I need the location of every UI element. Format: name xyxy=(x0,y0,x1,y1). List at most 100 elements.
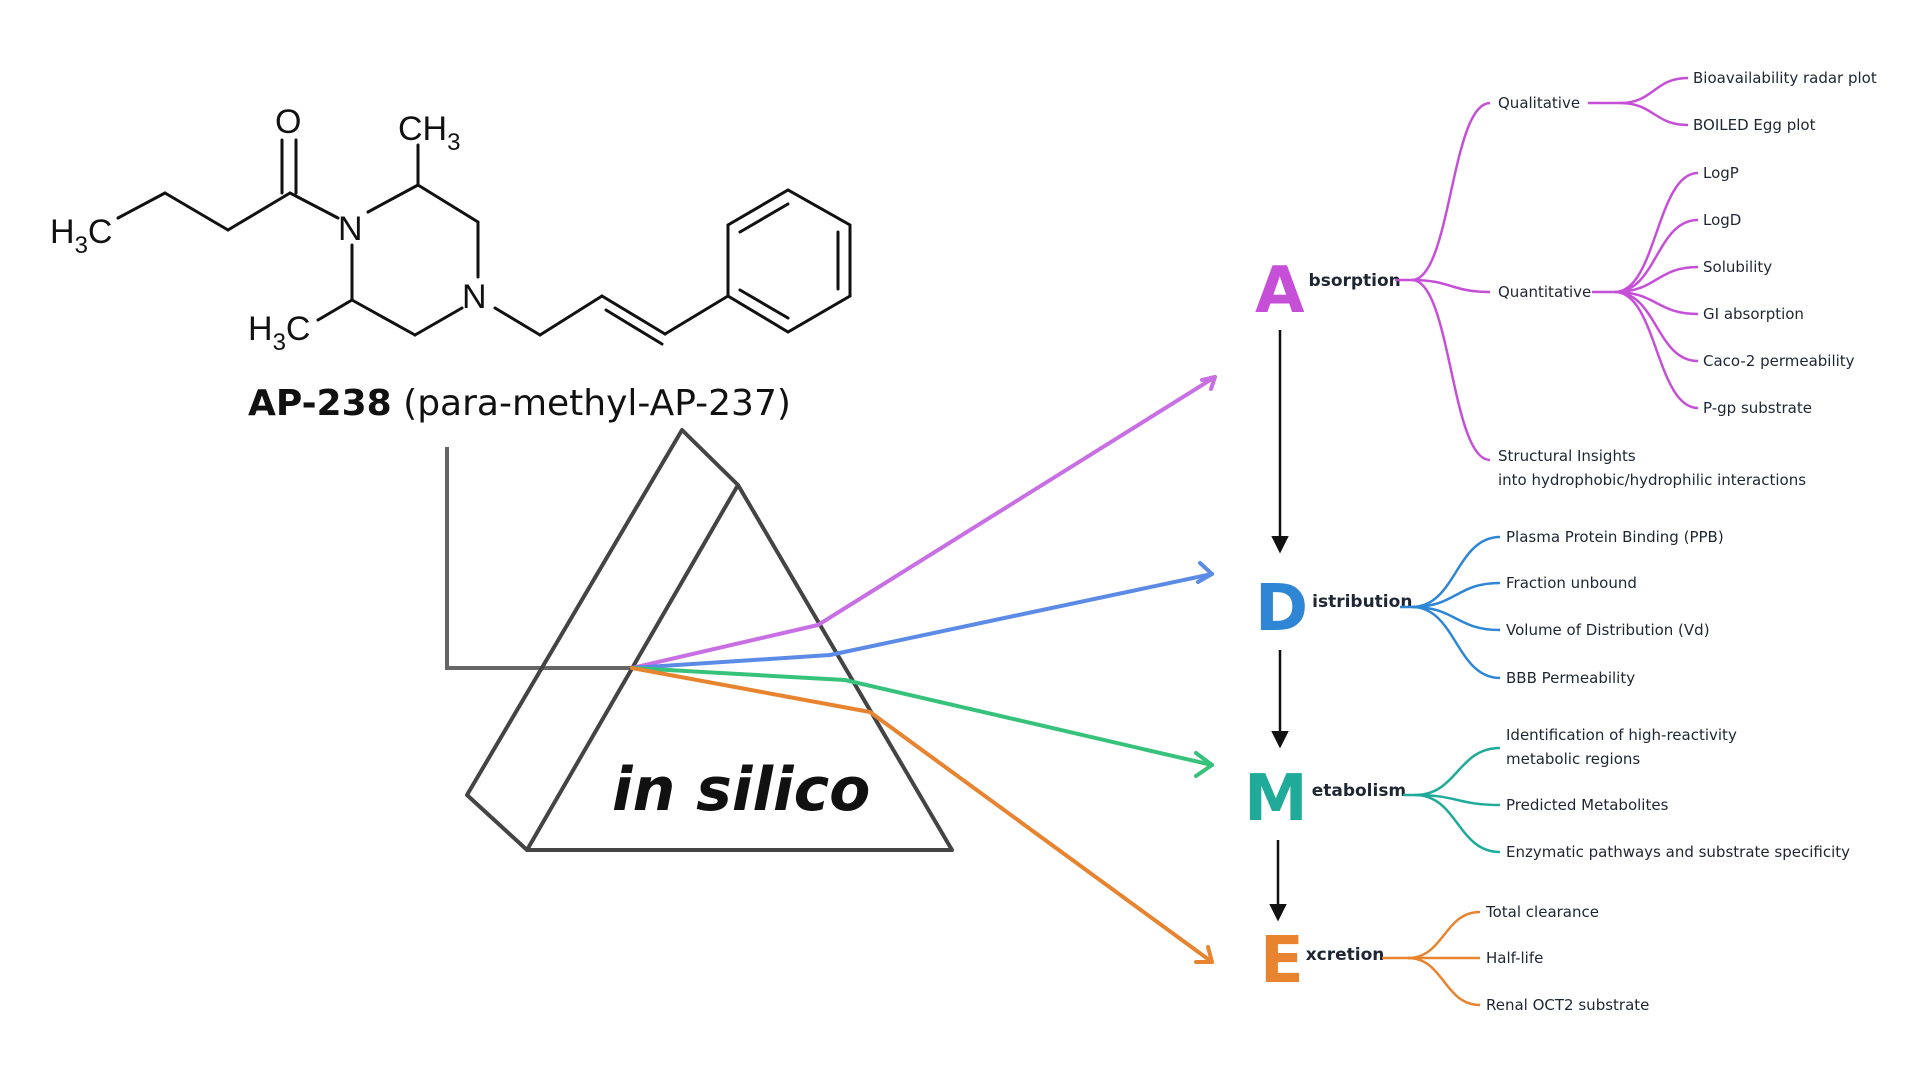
atom-ethyl-subscript: 3 xyxy=(75,232,88,259)
atom-nitrogen-1: N xyxy=(338,210,363,248)
excretion-item-line: Renal OCT2 substrate xyxy=(1486,996,1649,1014)
atom-ethyl-c: C xyxy=(88,213,113,251)
quantitative-item: GI absorption xyxy=(1703,305,1804,323)
distribution-branch xyxy=(1411,581,1501,609)
metabolism-item-line: Enzymatic pathways and substrate specifi… xyxy=(1506,843,1850,861)
excretion-item-line: Half-life xyxy=(1486,949,1543,967)
qualitative-branch xyxy=(1619,101,1689,127)
bond xyxy=(493,306,542,337)
metabolism-branch xyxy=(1414,793,1501,807)
molecule-title: AP-238 (para-methyl-AP-237) xyxy=(248,383,791,424)
bond xyxy=(163,191,230,232)
bond xyxy=(738,288,790,320)
distribution-item: BBB Permeability xyxy=(1506,669,1635,687)
absorption-group-structural-line: into hydrophobic/hydrophilic interaction… xyxy=(1498,471,1806,489)
qualitative-branch xyxy=(1619,76,1689,105)
quantitative-item-line: LogP xyxy=(1703,164,1739,182)
atom-methyl-bottom-c: C xyxy=(286,310,311,348)
qualitative-item: Bioavailability radar plot xyxy=(1693,69,1877,87)
distribution-item: Plasma Protein Binding (PPB) xyxy=(1506,528,1724,546)
ray-distribution-arrowhead xyxy=(1196,561,1214,584)
distribution-item-line: Volume of Distribution (Vd) xyxy=(1506,621,1710,639)
ray-metabolism xyxy=(630,666,1214,767)
molecule-atom-labels: O CH3 H3C N N H3C xyxy=(50,103,487,356)
quantitative-item: LogP xyxy=(1703,164,1739,182)
qualitative-item-line: Bioavailability radar plot xyxy=(1693,69,1877,87)
ray-absorption xyxy=(630,375,1217,670)
bond xyxy=(604,308,664,346)
adme-flow-arrows xyxy=(1269,330,1289,922)
bond xyxy=(288,191,340,220)
quantitative-item: Caco-2 permeability xyxy=(1703,352,1855,370)
ray-absorption-arrowhead xyxy=(1200,375,1217,391)
quantitative-branch xyxy=(1614,290,1699,316)
benzene-ring xyxy=(726,188,852,334)
molecule-title-bold: AP-238 xyxy=(248,383,392,424)
atom-ethyl-h: H xyxy=(50,213,75,251)
quantitative-item-line: Caco-2 permeability xyxy=(1703,352,1855,370)
atom-methyl-top: CH3 xyxy=(398,110,460,156)
quantitative-branch xyxy=(1614,171,1699,294)
atom-oxygen: O xyxy=(275,103,301,141)
bond xyxy=(738,202,790,234)
molecule-title-rest: (para-methyl-AP-237) xyxy=(392,383,791,424)
prism-side-face xyxy=(465,428,740,852)
distribution-item-line: Fraction unbound xyxy=(1506,574,1637,592)
bond xyxy=(226,191,292,232)
bond xyxy=(600,294,667,336)
bond xyxy=(350,298,417,337)
quantitative-item-line: LogD xyxy=(1703,211,1741,229)
bond xyxy=(366,183,420,214)
label-absorption: bsorption xyxy=(1309,271,1401,291)
label-distribution: istribution xyxy=(1312,592,1412,612)
quantitative-branch xyxy=(1614,265,1699,294)
bond xyxy=(413,306,464,337)
quantitative-item-line: Solubility xyxy=(1703,258,1772,276)
molecule-structure xyxy=(116,138,852,346)
absorption-group-qualitative: Qualitative xyxy=(1498,94,1580,112)
quantitative-item: Solubility xyxy=(1703,258,1772,276)
absorption-group-structural-line: Structural Insights xyxy=(1498,447,1636,465)
excretion-branch xyxy=(1407,956,1481,1007)
absorption-group-quantitative-line: Quantitative xyxy=(1498,283,1591,301)
distribution-branch xyxy=(1411,605,1501,680)
atom-methyl-bottom-h: H xyxy=(248,310,273,348)
absorption-branch xyxy=(1411,278,1491,294)
metabolism-item-line: Identification of high-reactivity xyxy=(1506,726,1737,744)
absorption-group-structural: Structural Insights into hydrophobic/hydr… xyxy=(1498,447,1806,489)
letter-excretion: E xyxy=(1260,924,1304,998)
atom-methyl-bottom: H3C xyxy=(248,310,310,356)
letter-metabolism: M xyxy=(1244,762,1308,836)
atom-methyl-top-symbol: CH xyxy=(398,110,447,148)
letter-distribution: D xyxy=(1255,572,1308,646)
quantitative-item-line: GI absorption xyxy=(1703,305,1804,323)
absorption-group-qualitative-line: Qualitative xyxy=(1498,94,1580,112)
prism-label: in silico xyxy=(612,755,870,825)
metabolism-item: Identification of high-reactivity metabol… xyxy=(1506,726,1737,768)
excretion-item: Total clearance xyxy=(1485,903,1599,921)
ray-distribution xyxy=(630,572,1214,670)
qualitative-item-line: BOILED Egg plot xyxy=(1693,116,1816,134)
excretion-item-line: Total clearance xyxy=(1485,903,1599,921)
quantitative-item: P-gp substrate xyxy=(1703,399,1812,417)
bond xyxy=(538,294,604,337)
metabolism-item-line: metabolic regions xyxy=(1506,750,1640,768)
metabolism-item: Enzymatic pathways and substrate specifi… xyxy=(1506,843,1850,861)
ray-excretion xyxy=(630,666,1214,964)
dispersed-rays xyxy=(630,375,1217,964)
absorption-branch xyxy=(1411,101,1491,282)
distribution-item: Volume of Distribution (Vd) xyxy=(1506,621,1710,639)
bond xyxy=(316,298,354,322)
distribution-item-line: Plasma Protein Binding (PPB) xyxy=(1506,528,1724,546)
quantitative-item: LogD xyxy=(1703,211,1741,229)
qualitative-item: BOILED Egg plot xyxy=(1693,116,1816,134)
atom-ethyl-methyl: H3C xyxy=(50,213,112,259)
distribution-item: Fraction unbound xyxy=(1506,574,1637,592)
